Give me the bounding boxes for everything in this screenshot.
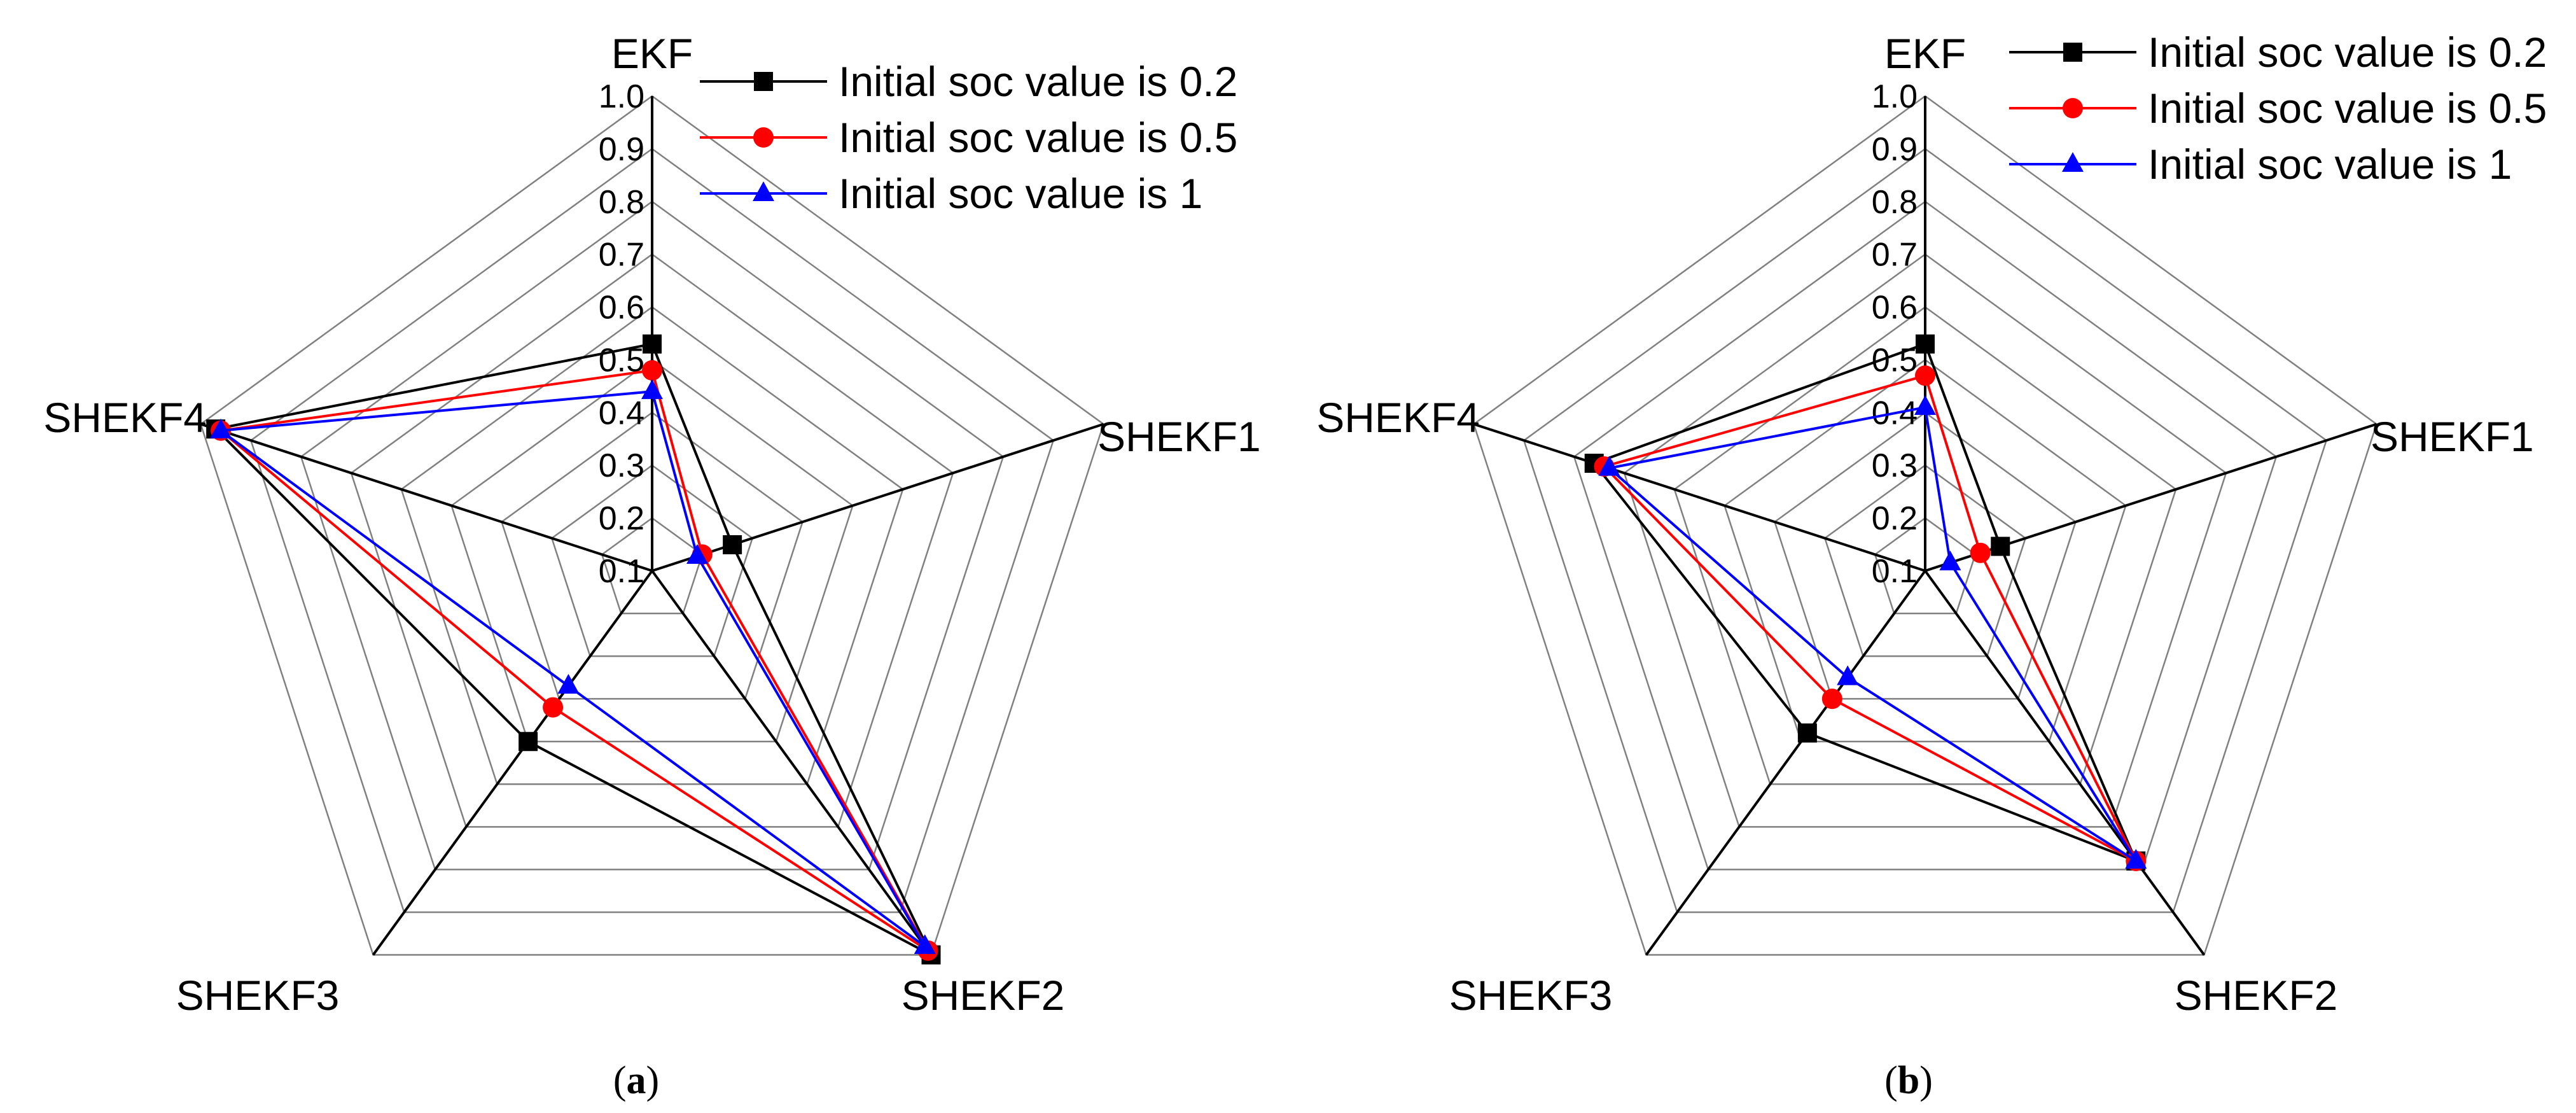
series-line <box>1606 405 2137 862</box>
grid-ring <box>350 253 954 828</box>
square-marker <box>1916 334 1935 354</box>
axis-spoke <box>1924 570 2206 956</box>
axis-label-shekf3: SHEKF3 <box>176 972 340 1019</box>
grid-ring <box>450 358 854 743</box>
axis-spoke <box>372 570 653 956</box>
panel-caption: (a) <box>613 1059 659 1102</box>
grid-ring <box>200 95 1104 956</box>
axis-label-ekf: EKF <box>611 30 693 77</box>
triangle-marker <box>210 418 232 438</box>
tick-label: 1.0 <box>1872 78 1918 115</box>
grid-ring <box>501 411 804 700</box>
circle-marker <box>642 360 662 381</box>
legend-entry: Initial soc value is 0.2 <box>839 58 1237 105</box>
tick-label: 0.3 <box>1872 447 1918 484</box>
tick-label: 0.1 <box>1872 553 1918 590</box>
tick-label: 0.7 <box>599 237 644 274</box>
circle-marker <box>543 697 564 718</box>
square-marker <box>519 732 538 752</box>
square-marker <box>723 535 742 555</box>
axis-label-ekf: EKF <box>1884 30 1966 77</box>
triangle-marker <box>1598 456 1620 476</box>
square-marker <box>1797 723 1817 743</box>
grid-ring <box>300 200 1005 871</box>
grid-ring <box>1823 464 2027 657</box>
triangle-marker <box>753 181 774 201</box>
tick-label: 0.8 <box>1872 184 1918 221</box>
axis-label-shekf3: SHEKF3 <box>1449 972 1613 1019</box>
grid-ring <box>249 148 1055 913</box>
series-line <box>1592 342 2139 864</box>
series-line <box>217 390 926 948</box>
square-marker <box>643 334 662 354</box>
tick-label: 0.6 <box>1872 290 1918 326</box>
triangle-marker <box>557 674 580 694</box>
series-line <box>218 368 929 952</box>
legend-entry: Initial soc value is 1 <box>2148 141 2512 188</box>
panel-caption: (b) <box>1884 1059 1933 1102</box>
legend-entry: Initial soc value is 0.5 <box>2148 85 2547 132</box>
triangle-marker <box>641 379 663 400</box>
axis-label-shekf1: SHEKF1 <box>1097 413 1261 460</box>
axis-label-shekf1: SHEKF1 <box>2371 413 2534 460</box>
circle-marker <box>1915 365 1935 386</box>
radar-chart-b: 0.10.20.30.40.50.60.70.80.91.0EKFSHEKF1S… <box>1316 29 2547 1102</box>
tick-label: 0.9 <box>1872 131 1918 168</box>
axis-label-shekf4: SHEKF4 <box>1316 394 1480 441</box>
grid-ring <box>550 464 754 657</box>
tick-label: 0.8 <box>599 184 644 221</box>
square-marker <box>1991 536 2010 556</box>
square-marker <box>2063 43 2082 62</box>
axis-label-shekf2: SHEKF2 <box>902 972 1065 1019</box>
triangle-marker <box>1939 550 1961 571</box>
tick-label: 0.2 <box>599 500 644 537</box>
legend-entry: Initial soc value is 0.5 <box>839 114 1237 161</box>
tick-label: 0.4 <box>599 395 644 431</box>
grid-ring <box>1522 148 2328 913</box>
series-line <box>1601 374 2139 864</box>
triangle-marker <box>686 543 708 564</box>
triangle-marker <box>914 934 936 955</box>
grid-ring <box>1573 200 2278 871</box>
tick-label: 0.6 <box>599 290 644 326</box>
circle-marker <box>1970 542 1991 563</box>
tick-label: 1.0 <box>599 78 644 115</box>
series-line <box>213 342 934 958</box>
tick-label: 0.1 <box>599 553 644 590</box>
circle-marker <box>1821 689 1842 710</box>
tick-label: 0.3 <box>599 447 644 484</box>
grid-ring <box>1673 306 2177 785</box>
legend-entry: Initial soc value is 1 <box>839 170 1202 217</box>
square-marker <box>754 72 773 91</box>
circle-marker <box>753 127 774 148</box>
radar-chart-a: 0.10.20.30.40.50.60.70.80.91.0EKFSHEKF1S… <box>43 30 1261 1102</box>
grid-ring <box>1774 411 2077 700</box>
axis-label-shekf4: SHEKF4 <box>43 394 207 441</box>
grid-ring <box>1874 517 1977 615</box>
axis-label-shekf2: SHEKF2 <box>2175 972 2338 1019</box>
axis-spoke <box>1473 423 1926 572</box>
triangle-marker <box>2062 152 2084 172</box>
grid-ring <box>400 306 904 785</box>
grid-ring <box>1723 358 2127 743</box>
circle-marker <box>2063 98 2083 118</box>
grid-ring <box>1623 253 2227 828</box>
tick-label: 0.7 <box>1872 237 1918 274</box>
axis-spoke <box>1645 570 1926 956</box>
axis-spoke <box>200 423 653 572</box>
triangle-marker <box>1837 665 1859 685</box>
tick-label: 0.9 <box>599 131 644 168</box>
axis-spoke <box>651 570 933 956</box>
triangle-marker <box>2125 848 2147 869</box>
triangle-marker <box>1914 395 1936 416</box>
tick-label: 0.2 <box>1872 500 1918 537</box>
legend-entry: Initial soc value is 0.2 <box>2148 29 2547 76</box>
grid-ring <box>1473 95 2378 956</box>
